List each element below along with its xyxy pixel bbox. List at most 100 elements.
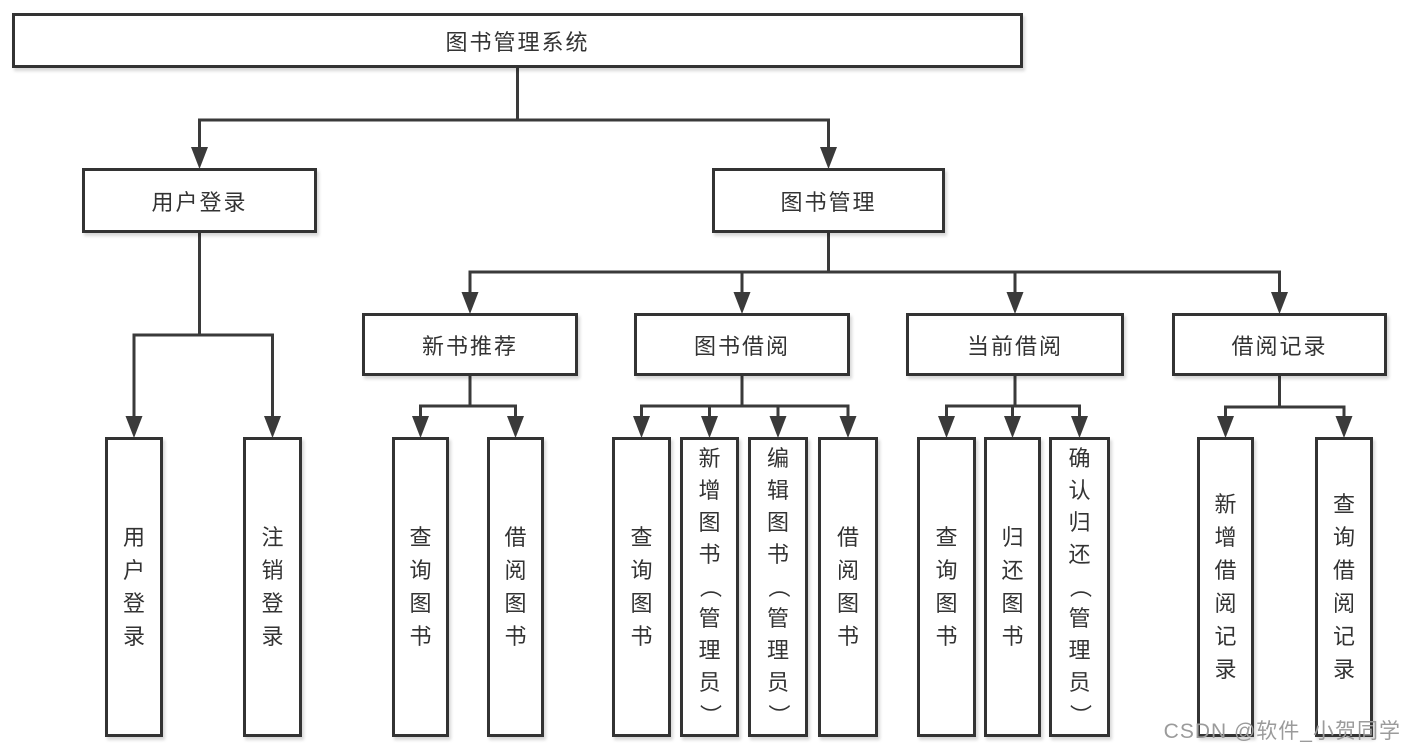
label-char: 管	[1068, 606, 1091, 631]
node-cu-return: 归还图书	[984, 437, 1041, 737]
node-label: 借阅图书	[821, 440, 875, 734]
node-root: 图书管理系统	[12, 13, 1023, 68]
node-cu-query: 查询图书	[917, 437, 976, 737]
arrowhead-icon	[733, 292, 751, 314]
label-char: 理	[1068, 638, 1091, 663]
arrowhead-icon	[769, 416, 787, 438]
node-bw-borrow: 借阅图书	[818, 437, 878, 737]
node-label: 查询图书	[615, 440, 668, 734]
label-char: 注	[261, 525, 284, 550]
label-char: 归	[1001, 525, 1024, 550]
label-char: 图	[836, 591, 859, 616]
arrowhead-icon	[125, 416, 143, 438]
label-char: 阅	[1332, 591, 1355, 616]
node-current: 当前借阅	[906, 313, 1124, 376]
label-char: 书	[409, 624, 432, 649]
label-char: 书	[504, 624, 527, 649]
label-char: 增	[1214, 525, 1237, 550]
label-char: 查	[935, 525, 958, 550]
label-char: 图	[935, 591, 958, 616]
node-login: 用户登录	[82, 168, 317, 233]
label-char: 阅	[504, 558, 527, 583]
label-char: 新	[698, 446, 721, 471]
label-char: 图	[630, 591, 653, 616]
label-char: 借	[504, 525, 527, 550]
label-char: 管	[698, 606, 721, 631]
label-char: 员	[698, 670, 721, 695]
arrowhead-icon	[412, 416, 429, 438]
arrowhead-icon	[938, 416, 955, 438]
arrowhead-icon	[1271, 292, 1288, 314]
label-char: 理	[766, 638, 789, 663]
node-label: 图书管理系统	[445, 29, 590, 55]
arrowhead-icon	[461, 292, 479, 314]
label-char: 理	[698, 638, 721, 663]
node-bw-add: 新增图书 （ 管理员 ）	[680, 437, 739, 737]
node-bw-edit: 编辑图书（管理员）	[748, 437, 808, 737]
arrowhead-icon	[701, 416, 718, 438]
node-mgmt: 图书管理	[712, 168, 945, 233]
label-char: 询	[630, 558, 653, 583]
arrowhead-icon	[633, 416, 650, 438]
label-char: 书	[698, 542, 721, 567]
node-label: 图书借阅	[693, 333, 790, 359]
node-label: 新增借阅记录	[1200, 440, 1251, 734]
label-char: 归	[1068, 510, 1091, 535]
label-char: 图	[766, 510, 789, 535]
label-char: （	[697, 575, 723, 598]
label-char: 询	[409, 558, 432, 583]
label-char: 借	[1214, 558, 1237, 583]
label-char: 图	[1001, 591, 1024, 616]
label-char: 还	[1001, 558, 1024, 583]
node-rc-query: 查询借阅记录	[1315, 437, 1373, 737]
node-cu-confirm: 确认归还（管理员）	[1049, 437, 1110, 737]
watermark: CSDN @软件_小贺同学	[1163, 720, 1401, 743]
node-logout: 注销登录	[243, 437, 302, 737]
node-label: 用户登录	[151, 189, 248, 215]
label-char: ）	[697, 703, 723, 726]
node-label: 借阅图书	[490, 440, 541, 734]
label-char: 查	[630, 525, 653, 550]
label-char: 编	[766, 446, 789, 471]
node-label: 查询借阅记录	[1318, 440, 1370, 734]
label-char: 书	[766, 542, 789, 567]
label-char: 增	[698, 478, 721, 503]
label-char: 管	[766, 606, 789, 631]
label-char: 借	[1332, 558, 1355, 583]
node-label: 当前借阅	[966, 333, 1063, 359]
arrowhead-icon	[1004, 416, 1021, 438]
node-bw-query: 查询图书	[612, 437, 671, 737]
arrowhead-icon	[1006, 292, 1024, 314]
label-char: 书	[630, 624, 653, 649]
node-label: 借阅记录	[1231, 333, 1328, 359]
label-char: 录	[261, 624, 284, 649]
label-char: 记	[1214, 624, 1237, 649]
label-char: 销	[261, 558, 284, 583]
label-char: 认	[1068, 478, 1091, 503]
label-char: 户	[122, 558, 145, 583]
label-char: 录	[1214, 657, 1237, 682]
node-label: 新增图书 （ 管理员 ）	[683, 440, 736, 734]
node-label: 查询图书	[920, 440, 973, 734]
label-char: 书	[1001, 624, 1024, 649]
label-char: 新	[1214, 492, 1237, 517]
node-borrow: 图书借阅	[634, 313, 850, 376]
node-label: 归还图书	[987, 440, 1038, 734]
label-char: 书	[836, 624, 859, 649]
label-char: 登	[122, 591, 145, 616]
label-char: 图	[698, 510, 721, 535]
label-char: 确	[1068, 446, 1091, 471]
arrowhead-icon	[507, 416, 524, 438]
label-char: 用	[122, 525, 145, 550]
node-label: 查询图书	[395, 440, 446, 734]
arrowhead-icon	[1217, 416, 1234, 438]
label-char: 登	[261, 591, 284, 616]
node-label: 用户登录	[108, 440, 160, 734]
label-char: 阅	[1214, 591, 1237, 616]
label-char: 员	[1068, 670, 1091, 695]
label-char: 录	[1332, 657, 1355, 682]
arrowhead-icon	[839, 416, 857, 438]
label-char: 查	[1332, 492, 1355, 517]
label-char: ）	[1067, 703, 1093, 726]
